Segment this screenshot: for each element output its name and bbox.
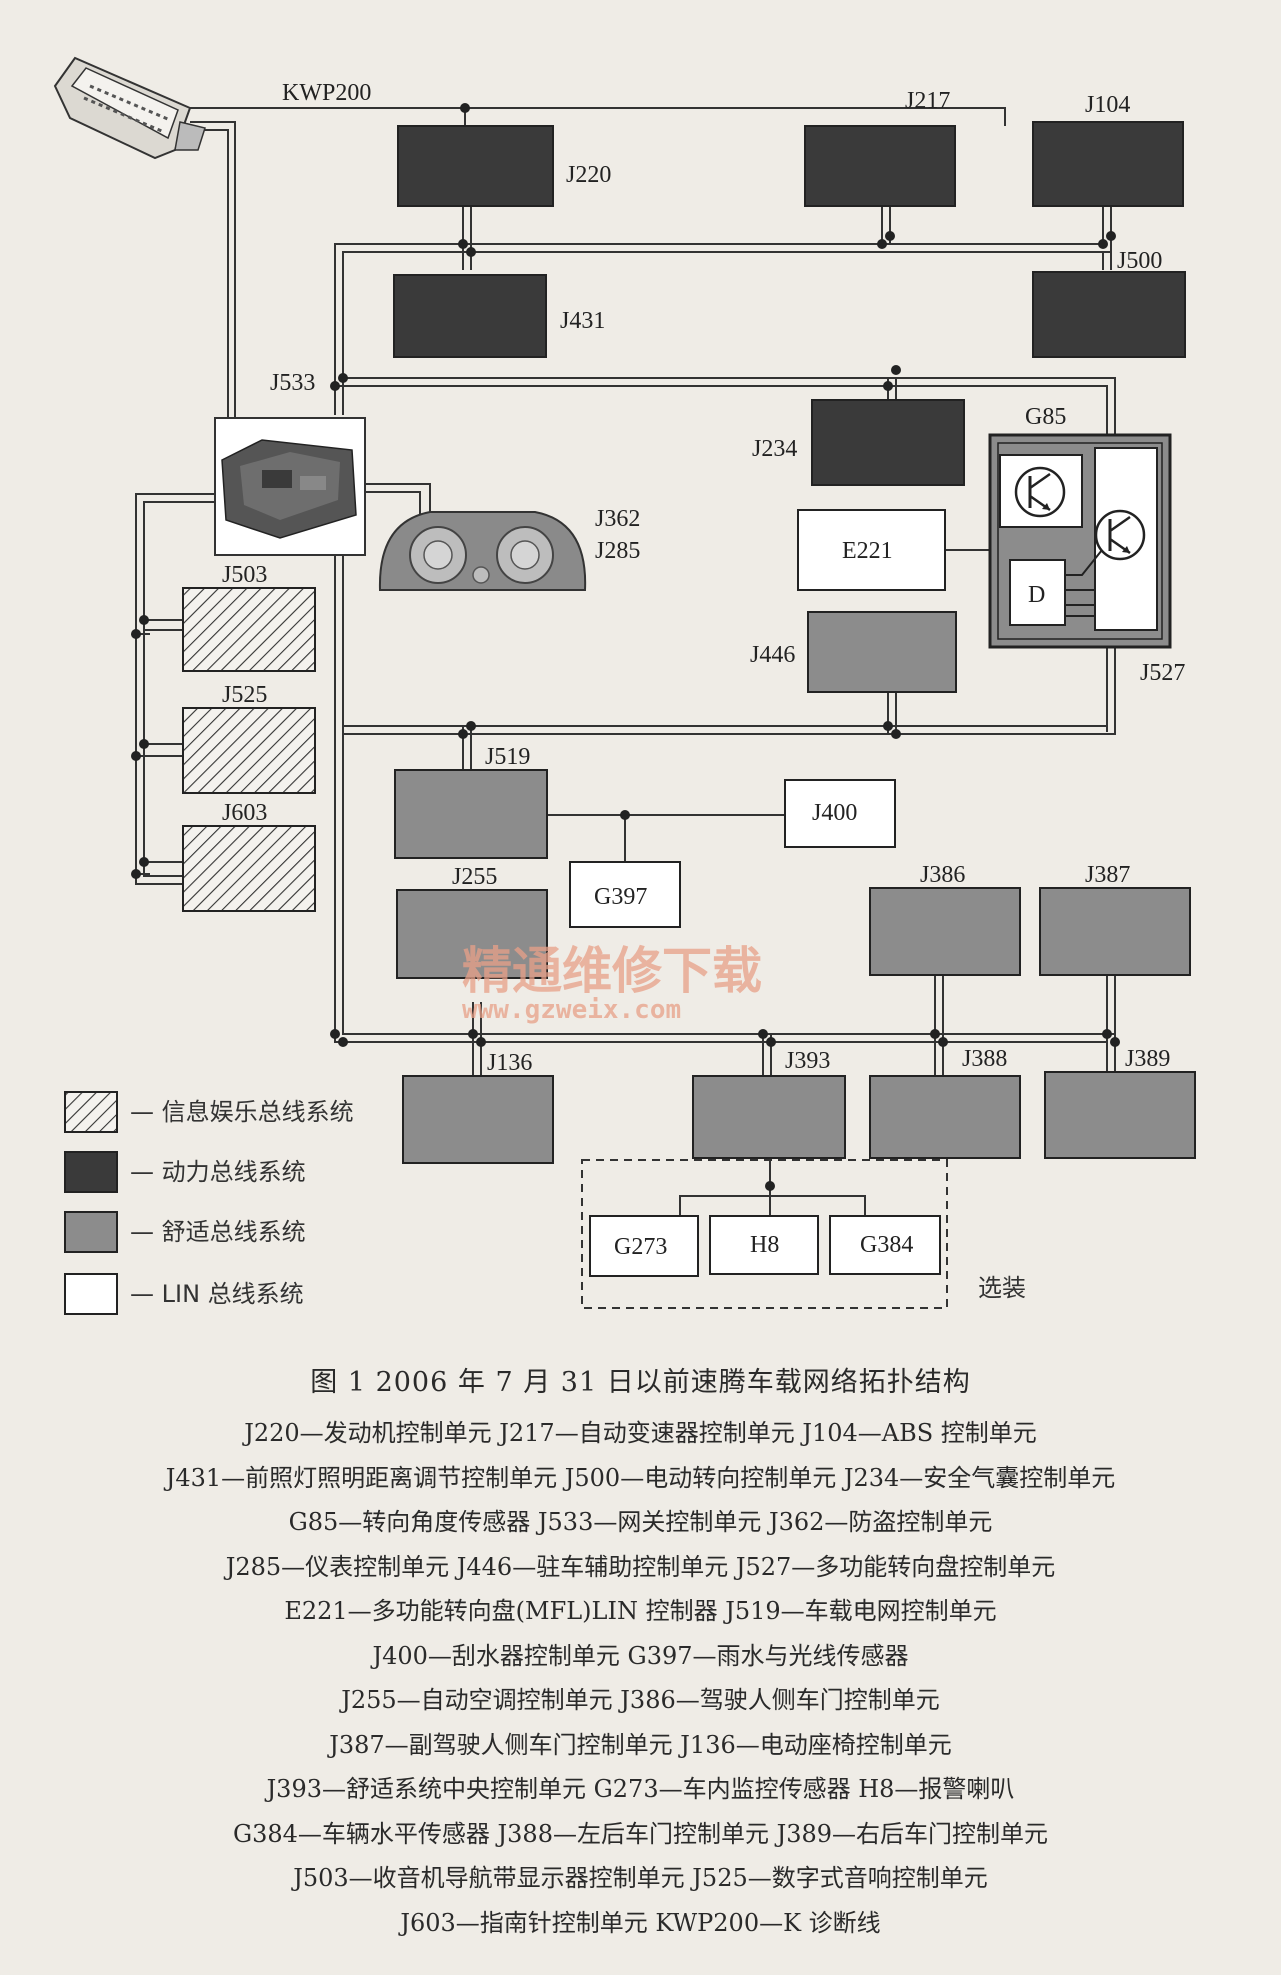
- kwp200-line: [190, 107, 1006, 126]
- j234-label: J234: [752, 436, 797, 462]
- caption-line: J603—指南针控制单元 KWP200—K 诊断线: [400, 1908, 881, 1937]
- caption-line: J285—仪表控制单元 J446—驻车辅助控制单元 J527—多功能转向盘控制单…: [225, 1552, 1056, 1581]
- j220-box: [397, 125, 554, 207]
- j446-label: J446: [750, 642, 795, 668]
- caption-line: E221—多功能转向盘(MFL)LIN 控制器 J519—车载电网控制单元: [284, 1597, 997, 1625]
- j500-box: [1032, 271, 1186, 358]
- j104-box: [1032, 121, 1184, 207]
- network-topology-diagram: KWP200 J220 J217 J104 J431 J500 J234 J53…: [53, 56, 1196, 1315]
- caption-line: J431—前照灯照明距离调节控制单元 J500—电动转向控制单元 J234—安全…: [165, 1463, 1116, 1492]
- j533-label: J533: [270, 370, 315, 396]
- j603-box: [182, 825, 316, 912]
- j389-box: [1044, 1071, 1196, 1159]
- j603-label: J603: [222, 800, 267, 826]
- legend-swatch-power: [64, 1151, 118, 1193]
- e221-box: [797, 509, 946, 591]
- j519-label: J519: [485, 744, 530, 770]
- caption-line: J255—自动空调控制单元 J386—驾驶人侧车门控制单元: [341, 1686, 940, 1714]
- legend-swatch-lin: [64, 1273, 118, 1315]
- j388-label: J388: [962, 1046, 1007, 1072]
- j234-box: [811, 399, 965, 486]
- legend-label-lin: — LIN 总线系统: [130, 1280, 304, 1308]
- transistor-icon: [1014, 466, 1066, 518]
- g397-box: [569, 861, 681, 928]
- lin-units: [569, 779, 941, 1277]
- transistor-icon: [1094, 509, 1146, 561]
- j362-label: J362: [595, 506, 640, 532]
- j386-box: [869, 887, 1021, 976]
- j431-box: [393, 274, 547, 358]
- j136-label: J136: [487, 1050, 532, 1076]
- j503-label: J503: [222, 562, 267, 588]
- g384-label: G384: [860, 1232, 913, 1258]
- g273-label: G273: [614, 1234, 667, 1260]
- optional-label: 选装: [978, 1274, 1026, 1302]
- h8-label: H8: [750, 1232, 779, 1258]
- j446-box: [807, 611, 957, 693]
- legend-label-infotainment: — 信息娱乐总线系统: [130, 1098, 354, 1126]
- j104-label: J104: [1085, 92, 1130, 118]
- j255-label: J255: [452, 864, 497, 890]
- watermark-url: www.gzweix.com: [462, 995, 681, 1025]
- infotainment-units: [182, 587, 316, 912]
- figure-caption: 图 1 2006 年 7 月 31 日以前速腾车载网络拓扑结构 J220—发动机…: [0, 1360, 1281, 1945]
- j217-label: J217: [905, 88, 950, 114]
- legend: — 信息娱乐总线系统 — 动力总线系统 — 舒适总线系统 — LIN 总线系统: [64, 1091, 354, 1315]
- caption-line: J393—舒适系统中央控制单元 G273—车内监控传感器 H8—报警喇叭: [266, 1775, 1015, 1803]
- power-bus: [334, 206, 1104, 415]
- g85-label: G85: [1025, 404, 1066, 430]
- caption-line: J220—发动机控制单元 J217—自动变速器控制单元 J104—ABS 控制单…: [244, 1419, 1037, 1447]
- caption-title: 图 1 2006 年 7 月 31 日以前速腾车载网络拓扑结构: [310, 1367, 971, 1398]
- watermark-title: 精通维修下载: [462, 942, 762, 1000]
- j525-label: J525: [222, 682, 267, 708]
- j388-box: [869, 1075, 1021, 1159]
- j393-box: [692, 1075, 846, 1159]
- j519-box: [394, 769, 548, 859]
- j533-gateway-icon: [214, 417, 366, 556]
- g397-label: G397: [594, 884, 647, 910]
- optional-group-box: [581, 1159, 948, 1309]
- j386-label: J386: [920, 862, 965, 888]
- j400-box: [784, 779, 896, 848]
- j136-box: [402, 1075, 554, 1164]
- j431-label: J431: [560, 308, 605, 334]
- caption-line: G85—转向角度传感器 J533—网关控制单元 J362—防盗控制单元: [288, 1508, 993, 1536]
- e221-label: E221: [842, 538, 893, 564]
- legend-swatch-infotainment: [64, 1091, 118, 1133]
- j525-box: [182, 707, 316, 794]
- j220-label: J220: [566, 162, 611, 188]
- j393-label: J393: [785, 1048, 830, 1074]
- caption-line: J387—副驾驶人侧车门控制单元 J136—电动座椅控制单元: [329, 1730, 952, 1759]
- j255-box: [396, 889, 548, 979]
- j527-label: J527: [1140, 660, 1185, 686]
- g85-j527-steering-module: [988, 433, 1172, 649]
- j389-label: J389: [1125, 1046, 1170, 1072]
- caption-line: J503—收音机导航带显示器控制单元 J525—数字式音响控制单元: [293, 1864, 988, 1892]
- j503-box: [182, 587, 316, 672]
- comfort-bus-units: [394, 611, 1196, 1164]
- j387-label: J387: [1085, 862, 1130, 888]
- g384-box: [829, 1215, 941, 1275]
- j285-label: J285: [595, 538, 640, 564]
- d-label: D: [1028, 582, 1045, 608]
- j400-label: J400: [812, 800, 857, 826]
- kwp200-label: KWP200: [282, 80, 371, 106]
- j387-box: [1039, 887, 1191, 976]
- obd-connector-icon: [53, 56, 206, 160]
- instrument-cluster-icon: [378, 511, 587, 591]
- junction-dots: [131, 103, 1120, 1191]
- j500-label: J500: [1117, 248, 1162, 274]
- h8-box: [709, 1215, 819, 1275]
- d-box: [1009, 559, 1066, 626]
- caption-line: G384—车辆水平传感器 J388—左后车门控制单元 J389—右后车门控制单元: [232, 1819, 1049, 1848]
- caption-line: J400—刮水器控制单元 G397—雨水与光线传感器: [372, 1641, 909, 1670]
- infotainment-bus: [135, 493, 215, 885]
- j217-box: [804, 125, 956, 207]
- legend-label-power: — 动力总线系统: [130, 1158, 306, 1186]
- power-bus-units: [393, 121, 1186, 486]
- legend-label-comfort: — 舒适总线系统: [130, 1218, 306, 1246]
- kwp200-line-down: [190, 121, 236, 420]
- g273-box: [589, 1215, 699, 1277]
- legend-swatch-comfort: [64, 1211, 118, 1253]
